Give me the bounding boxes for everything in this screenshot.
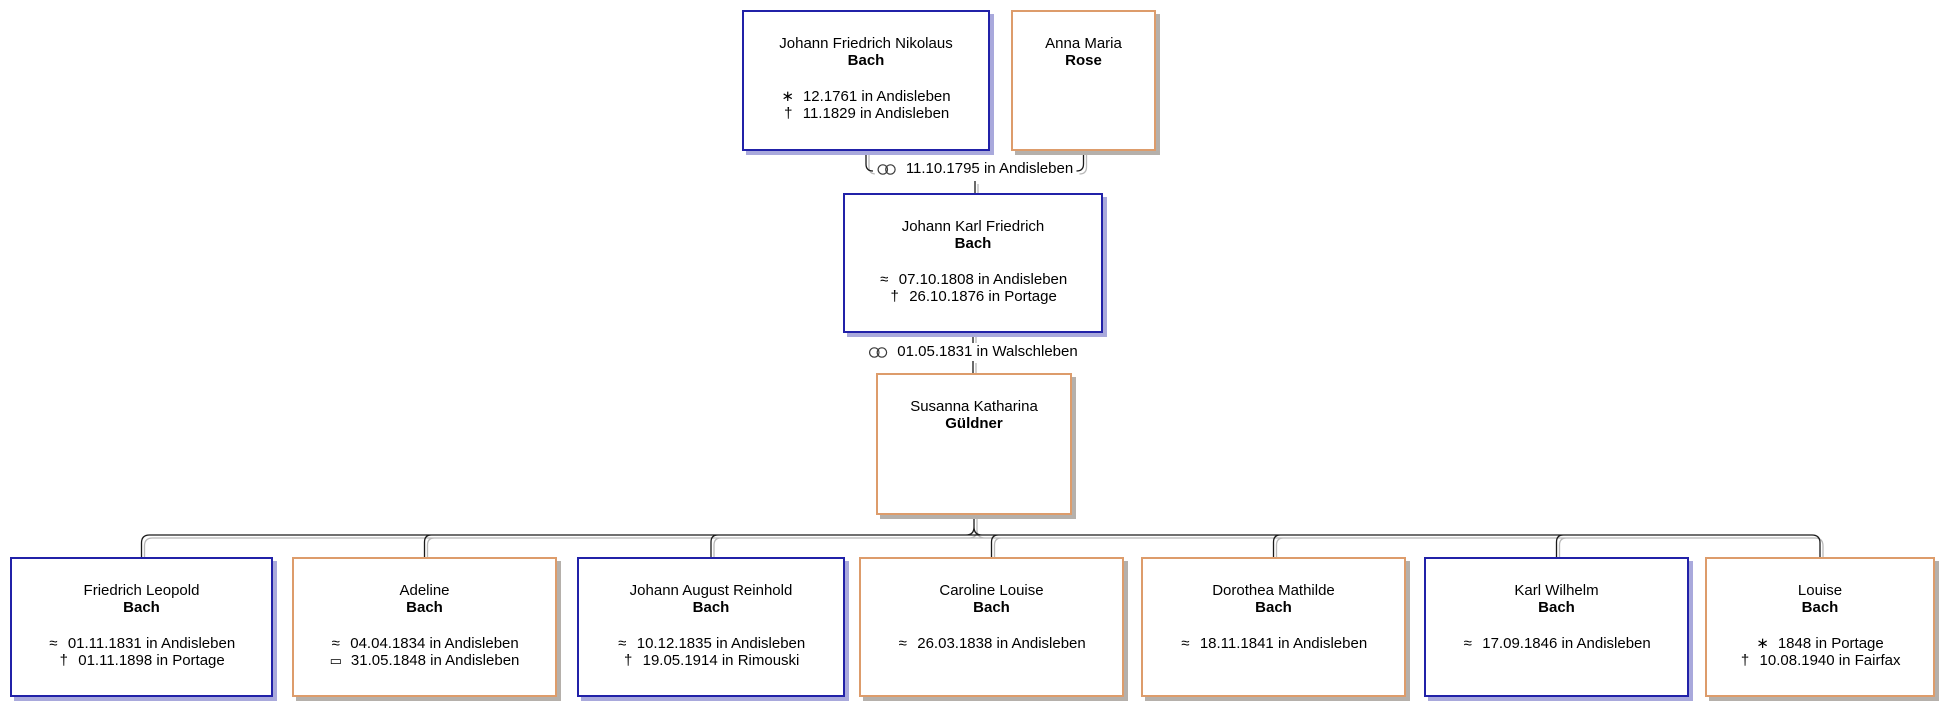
person-given-names: Johann Karl Friedrich bbox=[901, 218, 1045, 235]
person-surname: Bach bbox=[954, 235, 992, 252]
event-text: 04.04.1834 in Andisleben bbox=[350, 635, 519, 652]
person-events: ≈18.11.1841 in Andisleben bbox=[1143, 635, 1404, 652]
event-text: 11.1829 in Andisleben bbox=[802, 105, 950, 122]
event-text: 26.03.1838 in Andisleben bbox=[917, 635, 1086, 652]
birth-icon: ∗ bbox=[1756, 635, 1769, 652]
baptism-icon: ≈ bbox=[49, 635, 58, 652]
person-given-names: Adeline bbox=[399, 582, 450, 599]
event-text: 10.12.1835 in Andisleben bbox=[636, 635, 806, 652]
person-given-names: Johann August Reinhold bbox=[629, 582, 793, 599]
event-text: 01.11.1898 in Portage bbox=[78, 652, 225, 669]
event-line: ∗ 1848 in Portage bbox=[1707, 635, 1933, 652]
event-text: 10.08.1940 in Fairfax bbox=[1759, 652, 1901, 669]
person-surname: Bach bbox=[847, 52, 885, 69]
event-text: 07.10.1808 in Andisleben bbox=[898, 271, 1068, 288]
burial-icon: ▭ bbox=[329, 653, 342, 668]
person-surname: Bach bbox=[973, 599, 1010, 616]
birth-icon: ∗ bbox=[781, 88, 794, 105]
event-text: 18.11.1841 in Andisleben bbox=[1199, 635, 1368, 652]
event-line: ≈18.11.1841 in Andisleben bbox=[1143, 635, 1404, 652]
person-events: ∗ 1848 in Portage † 10.08.1940 in Fairfax bbox=[1707, 635, 1933, 669]
person-given-names: Friedrich Leopold bbox=[83, 582, 200, 599]
event-line: † 19.05.1914 in Rimouski bbox=[579, 652, 843, 669]
event-text: 31.05.1848 in Andisleben bbox=[350, 652, 520, 669]
event-line: ≈01.11.1831 in Andisleben bbox=[12, 635, 271, 652]
event-line: † 10.08.1940 in Fairfax bbox=[1707, 652, 1933, 669]
person-events: ≈17.09.1846 in Andisleben bbox=[1426, 635, 1687, 652]
death-icon: † bbox=[890, 288, 899, 305]
death-icon: † bbox=[59, 652, 68, 669]
event-line: ▭ 31.05.1848 in Andisleben bbox=[294, 652, 555, 669]
person-given-names: Anna Maria bbox=[1045, 35, 1122, 52]
event-line: ≈17.09.1846 in Andisleben bbox=[1426, 635, 1687, 652]
event-line: ∗ 12.1761 in Andisleben bbox=[744, 88, 988, 105]
event-line: ≈07.10.1808 in Andisleben bbox=[845, 271, 1101, 288]
baptism-icon: ≈ bbox=[1181, 635, 1190, 652]
person-given-names: Caroline Louise bbox=[939, 582, 1044, 599]
person-given-names: Susanna Katharina bbox=[910, 398, 1038, 415]
person-surname: Bach bbox=[406, 599, 443, 616]
baptism-icon: ≈ bbox=[898, 635, 907, 652]
marriage-date-place: 11.10.1795 in Andisleben bbox=[905, 160, 1074, 177]
death-icon: † bbox=[1740, 652, 1750, 669]
person-surname: Bach bbox=[1801, 599, 1839, 616]
baptism-icon: ≈ bbox=[880, 271, 889, 288]
marriage-rings-icon bbox=[868, 346, 888, 358]
person-events: ≈10.12.1835 in Andisleben† 19.05.1914 in … bbox=[579, 635, 843, 669]
marriage-label: 11.10.1795 in Andisleben bbox=[874, 160, 1076, 178]
event-line: † 11.1829 in Andisleben bbox=[744, 105, 988, 122]
event-line: ≈26.03.1838 in Andisleben bbox=[861, 635, 1122, 652]
event-text: 01.11.1831 in Andisleben bbox=[67, 635, 236, 652]
person-given-names: Johann Friedrich Nikolaus bbox=[779, 35, 953, 52]
death-icon: † bbox=[784, 105, 793, 122]
marriage-label: 01.05.1831 in Walschleben bbox=[866, 343, 1080, 361]
person-surname: Güldner bbox=[945, 415, 1003, 432]
baptism-icon: ≈ bbox=[331, 635, 340, 652]
event-line: † 01.11.1898 in Portage bbox=[12, 652, 271, 669]
baptism-icon: ≈ bbox=[618, 635, 627, 652]
person-surname: Bach bbox=[692, 599, 730, 616]
person-surname: Bach bbox=[1255, 599, 1292, 616]
person-surname: Rose bbox=[1065, 52, 1102, 69]
person-events: ∗ 12.1761 in Andisleben † 11.1829 in Andisl… bbox=[744, 88, 988, 122]
event-line: † 26.10.1876 in Portage bbox=[845, 288, 1101, 305]
marriage-date-place: 01.05.1831 in Walschleben bbox=[897, 343, 1078, 360]
event-line: ≈04.04.1834 in Andisleben bbox=[294, 635, 555, 652]
event-text: 12.1761 in Andisleben bbox=[802, 88, 951, 105]
person-events: ≈26.03.1838 in Andisleben bbox=[861, 635, 1122, 652]
event-text: 17.09.1846 in Andisleben bbox=[1482, 635, 1651, 652]
event-text: 19.05.1914 in Rimouski bbox=[642, 652, 800, 669]
person-events: ≈01.11.1831 in Andisleben† 01.11.1898 in … bbox=[12, 635, 271, 669]
baptism-icon: ≈ bbox=[1463, 635, 1472, 652]
person-given-names: Karl Wilhelm bbox=[1514, 582, 1599, 599]
event-text: 26.10.1876 in Portage bbox=[909, 288, 1057, 305]
person-events: ≈04.04.1834 in Andisleben▭31.05.1848 in … bbox=[294, 635, 555, 669]
marriage-rings-icon bbox=[877, 163, 896, 175]
event-text: 1848 in Portage bbox=[1777, 635, 1884, 652]
death-icon: † bbox=[623, 652, 633, 669]
person-given-names: Louise bbox=[1797, 582, 1843, 599]
person-surname: Bach bbox=[1538, 599, 1575, 616]
person-surname: Bach bbox=[123, 599, 160, 616]
person-given-names: Dorothea Mathilde bbox=[1212, 582, 1335, 599]
event-line: ≈10.12.1835 in Andisleben bbox=[579, 635, 843, 652]
person-events: ≈07.10.1808 in Andisleben† 26.10.1876 in … bbox=[845, 271, 1101, 305]
